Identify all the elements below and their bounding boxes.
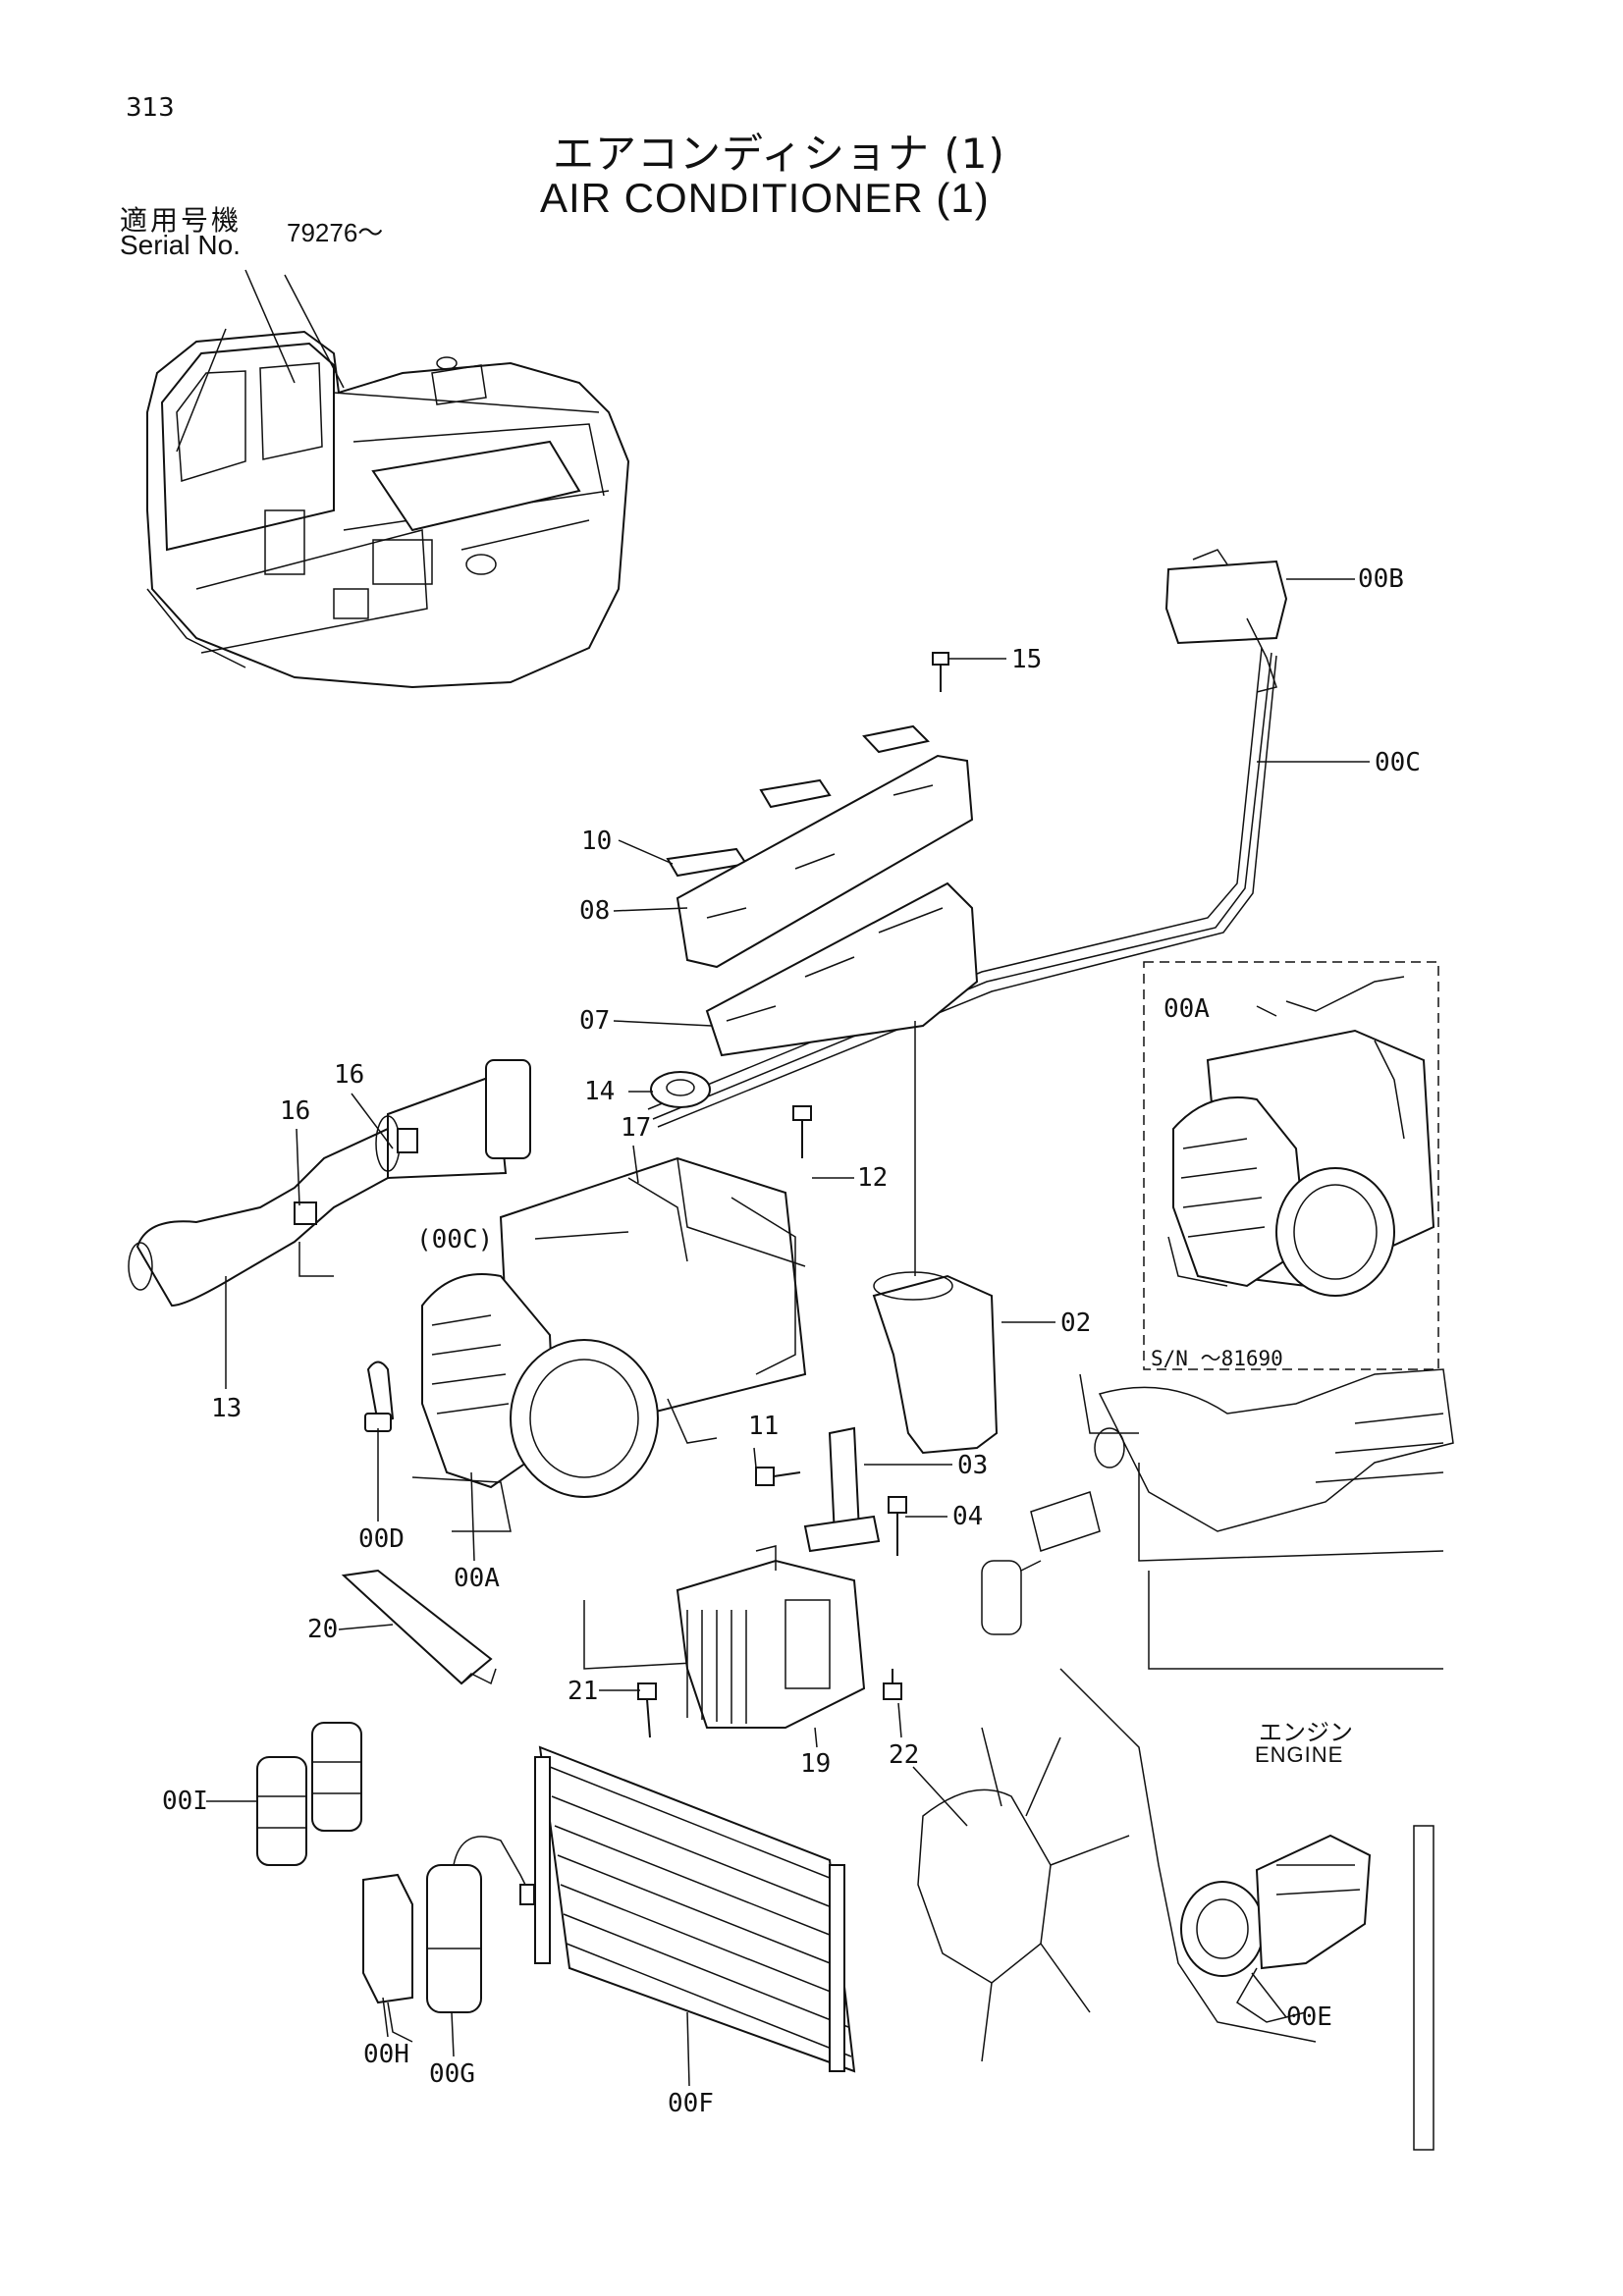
callout-12: 12 [857, 1163, 889, 1193]
callout-16-upper: 16 [334, 1060, 365, 1090]
callout-19: 19 [800, 1749, 832, 1779]
serial-label-english: Serial No. [120, 230, 241, 260]
bracket-03-illustration [755, 1426, 907, 1556]
callout-00A-inset: 00A [1163, 994, 1210, 1024]
callout-00E: 00E [1286, 2002, 1332, 2032]
callout-00H: 00H [363, 2040, 409, 2069]
duct-07-illustration [705, 881, 979, 1057]
callout-10: 10 [581, 827, 613, 856]
engine-label-english: ENGINE [1255, 1742, 1344, 1767]
page-number: 313 [126, 93, 175, 123]
louver-10-illustration [666, 724, 930, 878]
condenser-00F-illustration [534, 1745, 856, 2073]
callout-00D: 00D [358, 1524, 405, 1554]
duct-08-illustration [676, 754, 974, 969]
drain-hose-00D-illustration [364, 1361, 395, 1432]
blower-unit-00A-illustration [411, 1156, 807, 1532]
grommet-14-illustration [650, 1071, 711, 1108]
callout-13: 13 [211, 1394, 243, 1423]
callout-15: 15 [1011, 645, 1043, 674]
receiver-drier-00G-illustration [362, 1836, 535, 2043]
engine-label-japanese: エンジン [1259, 1719, 1353, 1746]
serial-label-japanese: 適用号機 [120, 204, 243, 237]
callout-00C-paren: (00C) [416, 1225, 494, 1255]
callout-leader-lines [206, 578, 1370, 2087]
bolt-12-illustration [792, 1105, 812, 1158]
excavator-overview-illustration [146, 269, 630, 689]
callout-00G: 00G [429, 2059, 475, 2089]
insulation-pad-20-illustration [341, 1569, 767, 1685]
compressor-00E-illustration [1180, 1825, 1434, 2151]
title-japanese: エアコンディショナ (1) [553, 130, 1005, 178]
callout-11: 11 [748, 1412, 780, 1441]
title-english: AIR CONDITIONER (1) [540, 175, 990, 221]
callout-14: 14 [584, 1077, 616, 1106]
callout-00B: 00B [1358, 564, 1404, 594]
callout-02: 02 [1060, 1308, 1092, 1338]
engine-illustration [981, 1368, 1454, 1670]
serial-number-value: 79276～ [287, 218, 384, 247]
callout-20: 20 [307, 1615, 339, 1644]
callout-00C: 00C [1375, 748, 1421, 777]
callout-17: 17 [621, 1113, 652, 1143]
duct-02-illustration [872, 1021, 999, 1455]
callout-04: 04 [952, 1502, 984, 1531]
callout-16-lower: 16 [280, 1096, 311, 1126]
inset-serial-note: S/N ～81690 [1151, 1347, 1283, 1370]
bolt-15-illustration [932, 652, 949, 692]
callout-00F: 00F [668, 2089, 714, 2118]
callout-03: 03 [957, 1451, 989, 1480]
inset-variant-box [1143, 961, 1439, 1370]
evaporator-19-illustration [637, 1545, 902, 1738]
callout-22: 22 [889, 1740, 920, 1770]
callout-07: 07 [579, 1006, 611, 1036]
callout-21: 21 [568, 1677, 599, 1706]
callout-00A: 00A [454, 1564, 500, 1593]
callout-08: 08 [579, 896, 611, 926]
callout-00I: 00I [162, 1787, 208, 1816]
hose-13-illustration [128, 1059, 531, 1308]
filter-00I-illustration [256, 1722, 362, 1866]
fan-illustration [912, 1668, 1317, 2062]
